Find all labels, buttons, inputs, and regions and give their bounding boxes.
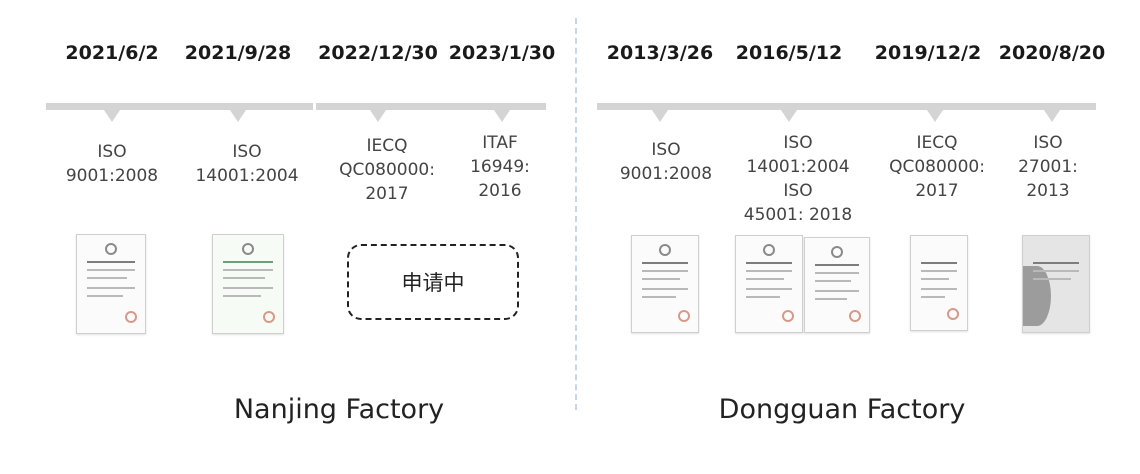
dongguan-panel: 2013/3/26 2016/5/12 2019/12/2 2020/8/20 … bbox=[580, 0, 1140, 474]
certificate-image bbox=[212, 234, 284, 334]
certificate-standard: IECQ QC080000: 2017 bbox=[877, 131, 997, 203]
panel-divider bbox=[575, 18, 577, 410]
milestone-date: 2021/9/28 bbox=[184, 42, 292, 64]
pending-status-box: 申请中 bbox=[347, 244, 519, 320]
standard-line: 16949: bbox=[470, 157, 530, 177]
standard-line: IECQ bbox=[916, 133, 958, 153]
timeline-bar bbox=[316, 103, 546, 110]
standard-line: 14001:2004 bbox=[195, 166, 299, 186]
standard-line: 27001: bbox=[1018, 157, 1078, 177]
certificate-standard: ISO 14001:2004 ISO 45001: 2018 bbox=[728, 131, 868, 227]
certificate-image bbox=[76, 234, 146, 334]
timeline-pointer bbox=[494, 110, 510, 122]
standard-line: 2016 bbox=[478, 181, 522, 201]
standard-line: ISO bbox=[783, 181, 813, 201]
timeline-pointer bbox=[652, 110, 668, 122]
certificate-standard: ISO 9001:2008 bbox=[52, 140, 172, 188]
milestone-date: 2019/12/2 bbox=[874, 42, 982, 64]
standard-line: ISO bbox=[97, 142, 127, 162]
certificate-standard: ISO 14001:2004 bbox=[187, 140, 307, 188]
timeline-pointer bbox=[1044, 110, 1060, 122]
timeline-pointer bbox=[104, 110, 120, 122]
standard-line: QC080000: bbox=[889, 157, 985, 177]
certificate-standard: IECQ QC080000: 2017 bbox=[327, 134, 447, 206]
standard-line: ISO bbox=[783, 133, 813, 153]
standard-line: 2017 bbox=[915, 181, 959, 201]
certificate-standard: ISO 9001:2008 bbox=[606, 138, 726, 186]
standard-line: IECQ bbox=[366, 136, 408, 156]
standard-line: ISO bbox=[1033, 133, 1063, 153]
timeline-pointer bbox=[781, 110, 797, 122]
standard-line: 2017 bbox=[365, 184, 409, 204]
certificate-standard: ITAF 16949: 2016 bbox=[440, 131, 560, 203]
factory-title: Dongguan Factory bbox=[718, 394, 966, 425]
milestone-date: 2021/6/2 bbox=[65, 42, 159, 64]
standard-line: ITAF bbox=[482, 133, 518, 153]
milestone-date: 2013/3/26 bbox=[606, 42, 714, 64]
standard-line: 45001: 2018 bbox=[743, 205, 853, 225]
certificate-standard: ISO 27001: 2013 bbox=[988, 131, 1108, 203]
nanjing-panel: 2021/6/2 2021/9/28 2022/12/30 2023/1/30 … bbox=[46, 42, 560, 425]
standard-line: 2013 bbox=[1026, 181, 1070, 201]
certificate-image bbox=[631, 235, 699, 333]
certificate-image bbox=[1022, 235, 1090, 333]
timeline-pointer bbox=[230, 110, 246, 122]
standard-line: ISO bbox=[651, 140, 681, 160]
milestone-date: 2022/12/30 bbox=[318, 42, 438, 64]
standard-line: 9001:2008 bbox=[65, 166, 159, 186]
standard-line: 14001:2004 bbox=[746, 157, 850, 177]
timeline-pointer bbox=[370, 110, 386, 122]
standard-line: ISO bbox=[232, 142, 262, 162]
milestone-date: 2020/8/20 bbox=[998, 42, 1106, 64]
factory-title: Nanjing Factory bbox=[233, 394, 445, 425]
timeline-bar bbox=[46, 103, 313, 110]
standard-line: 9001:2008 bbox=[619, 164, 713, 184]
milestone-date: 2016/5/12 bbox=[735, 42, 843, 64]
certificate-image bbox=[804, 237, 870, 333]
timeline-bar bbox=[597, 103, 1096, 110]
standard-line: QC080000: bbox=[339, 160, 435, 180]
timeline-pointer bbox=[927, 110, 943, 122]
certificate-image bbox=[735, 235, 803, 333]
milestone-date: 2023/1/30 bbox=[448, 42, 556, 64]
certificate-image bbox=[910, 235, 968, 331]
